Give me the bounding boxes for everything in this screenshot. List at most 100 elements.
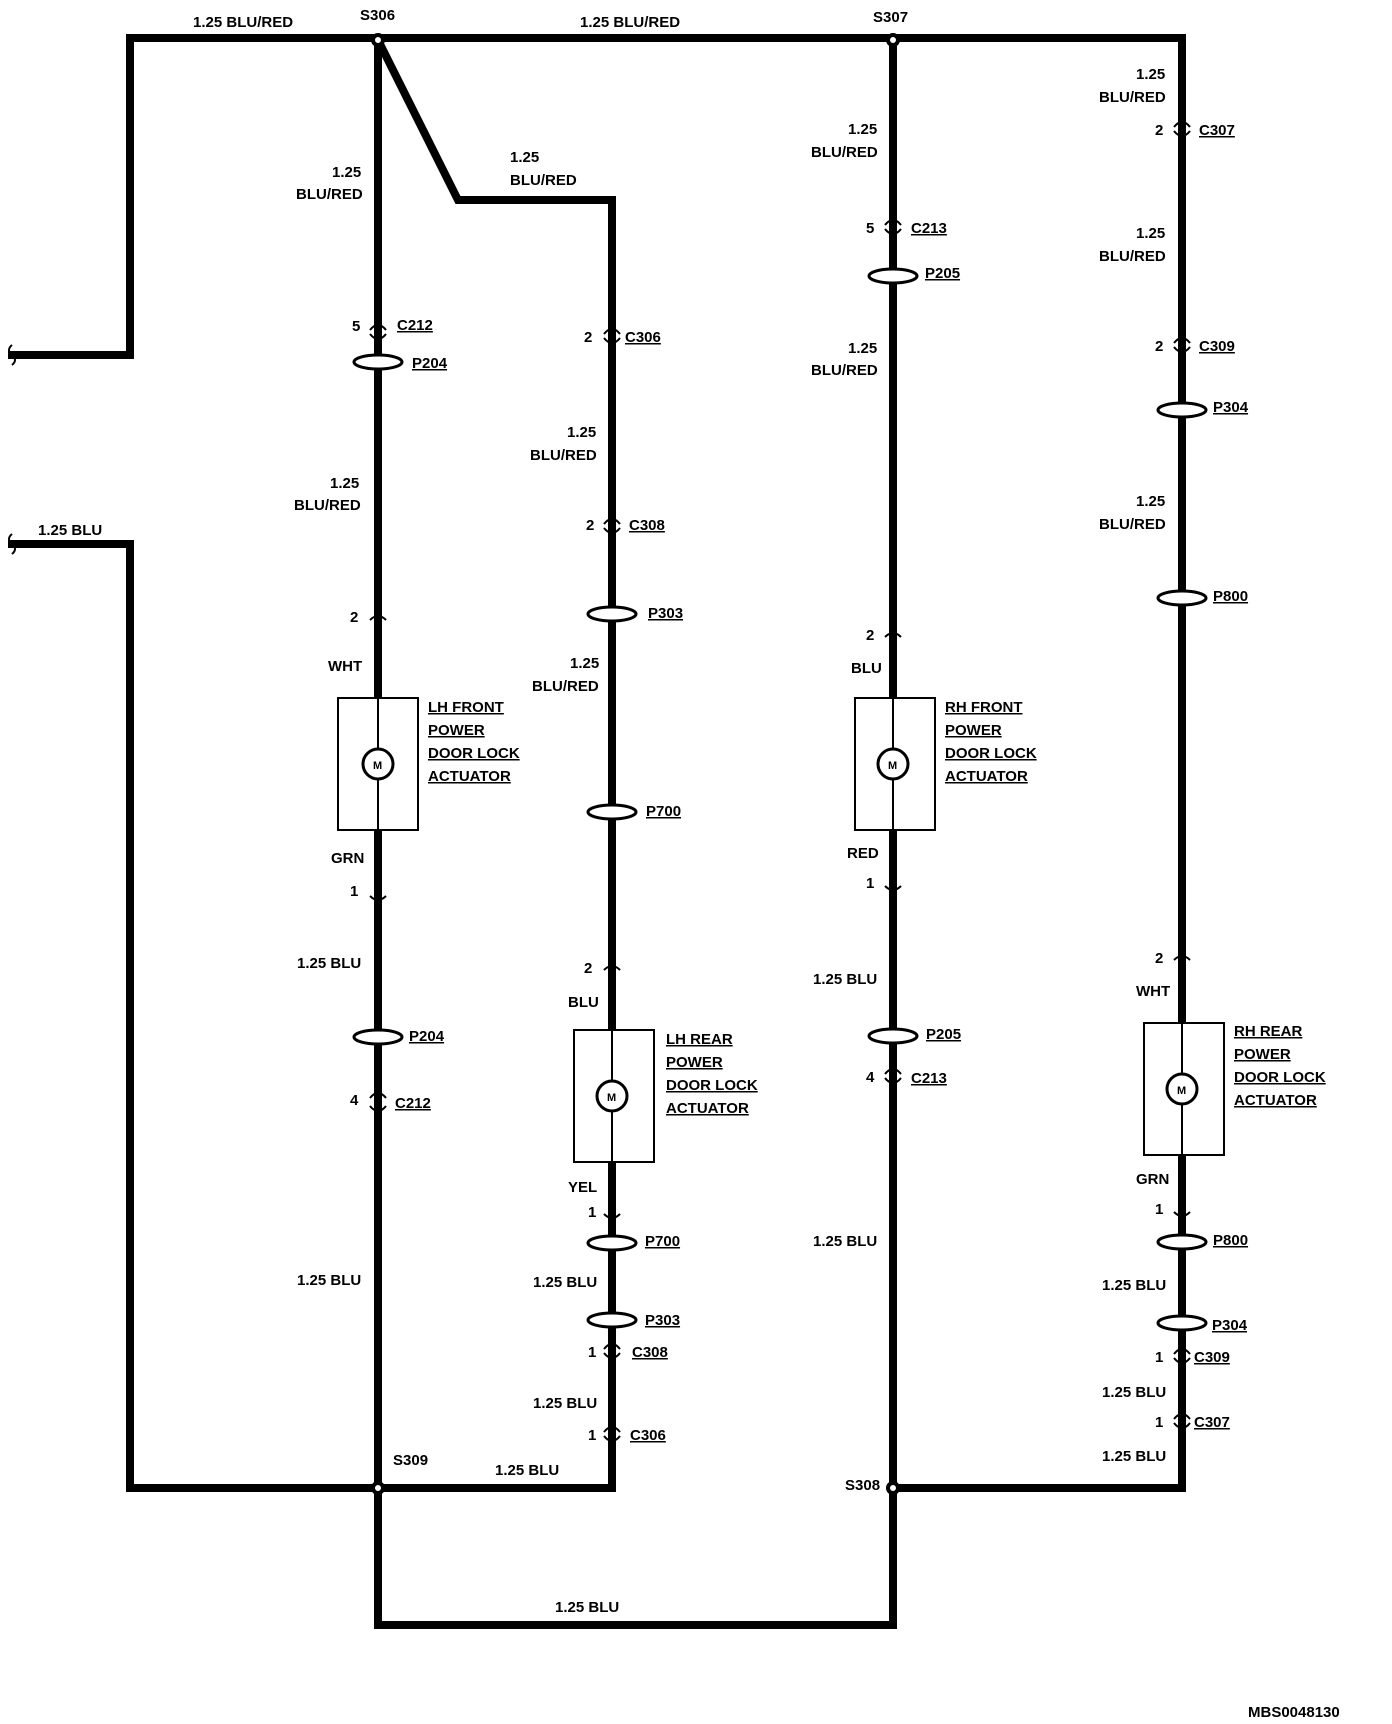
lh-rear-wire-a-1: 1.25 — [567, 424, 596, 441]
rh-rear-p800-top-label: P800 — [1213, 588, 1248, 605]
rh-front-circuit: 1.25 BLU/RED 5 C213 P205 1.25 BLU/RED 2 … — [811, 121, 1037, 1250]
lh-rear-p700-top-label: P700 — [646, 803, 681, 820]
rh-rear-wire-d: 1.25 BLU — [1102, 1277, 1166, 1294]
lh-rear-p303-bottom-label: P303 — [645, 1312, 680, 1329]
lh-rear-c308-top-label: C308 — [629, 517, 665, 534]
lh-rear-wire-c: 1.25 BLU — [533, 1274, 597, 1291]
terminal-pin2-icon — [884, 632, 902, 638]
rh-rear-wire-e: 1.25 BLU — [1102, 1384, 1166, 1401]
bottom-wire-s309-label: 1.25 BLU — [495, 1462, 559, 1479]
rh-rear-circuit: 1.25 BLU/RED 2 C307 1.25 BLU/RED 2 C309 … — [1099, 36, 1326, 1492]
rh-rear-c307-pin-bottom: 1 — [1155, 1414, 1163, 1431]
splice-s309-label: S309 — [393, 1452, 428, 1469]
plug-p304-bottom-icon — [1156, 1314, 1208, 1332]
rh-rear-wire-a-1: 1.25 — [1136, 66, 1165, 83]
lh-rear-pin2: 2 — [584, 960, 592, 977]
terminal-pin1-icon — [603, 1213, 621, 1219]
splices — [371, 33, 900, 1495]
rh-front-color-top: BLU — [851, 660, 882, 677]
rh-front-wire-mid-1: 1.25 — [848, 340, 877, 357]
rh-front-c213-pin-bottom: 4 — [866, 1069, 875, 1086]
lh-rear-wire-a-2: BLU/RED — [530, 447, 597, 464]
figure-id: MBS0048130 — [1248, 1704, 1340, 1721]
rh-rear-pin2: 2 — [1155, 950, 1163, 967]
lh-rear-wire-d: 1.25 BLU — [533, 1395, 597, 1412]
lh-rear-p700-bottom-label: P700 — [645, 1233, 680, 1250]
lh-rear-actuator-line4: ACTUATOR — [666, 1100, 749, 1117]
terminal-pin1-icon — [369, 895, 387, 901]
rh-front-p205-top-label: P205 — [925, 265, 960, 282]
lh-front-c212-top-label: C212 — [397, 317, 433, 334]
lh-front-actuator-line1: LH FRONT — [428, 699, 504, 716]
rh-rear-c307-top-label: C307 — [1199, 122, 1235, 139]
rh-front-p205-bottom-label: P205 — [926, 1026, 961, 1043]
wire-feed-upper — [8, 34, 1186, 1492]
lh-front-actuator-line4: ACTUATOR — [428, 768, 511, 785]
rh-front-wire-lower: 1.25 BLU — [813, 971, 877, 988]
plug-p700-top-icon — [586, 803, 638, 821]
rh-rear-c309-top-label: C309 — [1199, 338, 1235, 355]
terminal-pin1-icon — [884, 885, 902, 891]
rh-rear-wire-b-1: 1.25 — [1136, 225, 1165, 242]
lh-front-circuit: 1.25 BLU/RED 5 C212 P204 1.25 BLU/RED 2 … — [294, 164, 520, 1289]
plug-p204-bottom-icon — [352, 1028, 404, 1046]
lh-front-wire-upper-2: BLU/RED — [296, 186, 363, 203]
lh-rear-actuator-line2: POWER — [666, 1054, 723, 1071]
lh-rear-motor-label: M — [607, 1092, 616, 1104]
break-mark-lower — [8, 533, 16, 555]
rh-rear-pin1: 1 — [1155, 1201, 1163, 1218]
plug-p800-bottom-icon — [1156, 1233, 1208, 1251]
connector-c307-bottom-icon — [1173, 1413, 1191, 1429]
lh-rear-wire-branch-2: BLU/RED — [510, 172, 577, 189]
rh-front-wire-bottom: 1.25 BLU — [813, 1233, 877, 1250]
lh-front-pin2: 2 — [350, 609, 358, 626]
splice-s308-label: S308 — [845, 1477, 880, 1494]
wires — [8, 34, 1186, 1629]
plug-p303-top-icon — [586, 605, 638, 623]
rh-front-motor-icon — [876, 747, 910, 781]
lh-front-actuator-line3: DOOR LOCK — [428, 745, 520, 762]
rh-rear-c309-bottom-label: C309 — [1194, 1349, 1230, 1366]
rh-rear-wire-b-2: BLU/RED — [1099, 248, 1166, 265]
splice-s307-label: S307 — [873, 9, 908, 26]
lh-rear-circuit: 1.25 BLU/RED 2 C306 1.25 BLU/RED 2 C308 … — [510, 149, 758, 1444]
lh-rear-actuator-line1: LH REAR — [666, 1031, 733, 1048]
lh-front-wire-mid-2: BLU/RED — [294, 497, 361, 514]
lh-rear-wire-branch-1: 1.25 — [510, 149, 539, 166]
plug-p303-bottom-icon — [586, 1311, 638, 1329]
connector-c213-bottom-icon — [884, 1068, 902, 1084]
top-wire-left-label: 1.25 BLU/RED — [193, 14, 293, 31]
connector-c308-bottom-icon — [603, 1343, 621, 1359]
plug-p304-top-icon — [1156, 401, 1208, 419]
lh-rear-c306-top-label: C306 — [625, 329, 661, 346]
lh-front-wire-lower: 1.25 BLU — [297, 955, 361, 972]
lh-rear-c308-bottom-label: C308 — [632, 1344, 668, 1361]
plug-p205-bottom-icon — [867, 1027, 919, 1045]
rh-rear-actuator-line4: ACTUATOR — [1234, 1092, 1317, 1109]
rh-rear-color-bottom: GRN — [1136, 1171, 1169, 1188]
lh-front-c212-pin-bottom: 4 — [350, 1092, 359, 1109]
lh-rear-c306-bottom-label: C306 — [630, 1427, 666, 1444]
connector-c307-top-icon — [1173, 121, 1191, 137]
lh-front-p204-top-label: P204 — [412, 355, 448, 372]
rh-front-color-bottom: RED — [847, 845, 879, 862]
lh-front-c212-bottom-label: C212 — [395, 1095, 431, 1112]
connector-c212-bottom-icon — [369, 1092, 387, 1112]
rh-front-pin1: 1 — [866, 875, 874, 892]
rh-rear-wire-c-1: 1.25 — [1136, 493, 1165, 510]
plug-p800-top-icon — [1156, 589, 1208, 607]
lh-rear-pin1: 1 — [588, 1204, 596, 1221]
plug-p700-bottom-icon — [586, 1234, 638, 1252]
wire-feed-lower — [8, 540, 382, 1492]
rh-front-actuator-line4: ACTUATOR — [945, 768, 1028, 785]
rh-rear-wire-a-2: BLU/RED — [1099, 89, 1166, 106]
lh-front-wire-mid-1: 1.25 — [330, 475, 359, 492]
connector-c212-top-icon — [369, 324, 387, 340]
rh-rear-actuator-line1: RH REAR — [1234, 1023, 1303, 1040]
rh-rear-p304-top-label: P304 — [1213, 399, 1249, 416]
lh-rear-p303-top-label: P303 — [648, 605, 683, 622]
lh-front-c212-pin-top: 5 — [352, 318, 360, 335]
terminal-pin1-icon — [1173, 1211, 1191, 1217]
bottom-wire-loop-label: 1.25 BLU — [555, 1599, 619, 1616]
rh-rear-motor-icon — [1165, 1072, 1199, 1106]
